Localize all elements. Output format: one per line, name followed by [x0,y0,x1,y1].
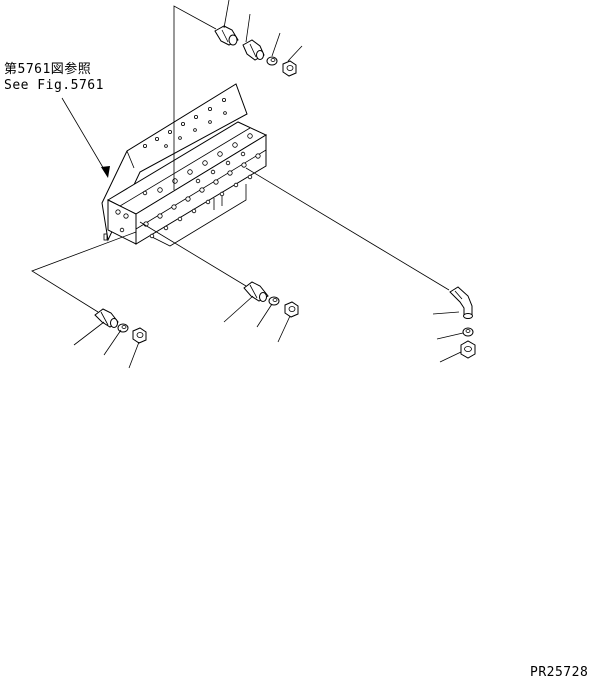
right-fitting-set [432,286,476,363]
leader-lines [31,5,450,313]
elbow-fitting-top [214,25,239,46]
manifold-block [101,83,268,247]
reference-label-jp: 第5761図参照 [4,62,92,77]
left-fitting-set [73,308,147,369]
bracket-holes [142,98,227,148]
center-fitting-set [223,281,299,343]
sleeve-center [268,296,280,306]
top-ports [142,133,253,196]
straight-fitting-left [94,308,119,328]
straight-fitting-center [243,281,269,302]
sleeve-top [266,56,278,66]
sleeve-right [462,327,474,337]
elbow-fitting-right [449,286,473,319]
nut-center [284,301,299,318]
nut-top [282,60,297,77]
sleeve-left [117,323,129,333]
nut-left [132,327,147,344]
drawing-number: PR25728 [530,665,589,680]
top-fitting-set [214,0,303,77]
side-ports [143,153,261,239]
reference-label-en: See Fig.5761 [4,78,104,93]
union-fitting-top [242,39,265,61]
reference-leader [61,97,110,178]
nut-right [460,340,476,359]
